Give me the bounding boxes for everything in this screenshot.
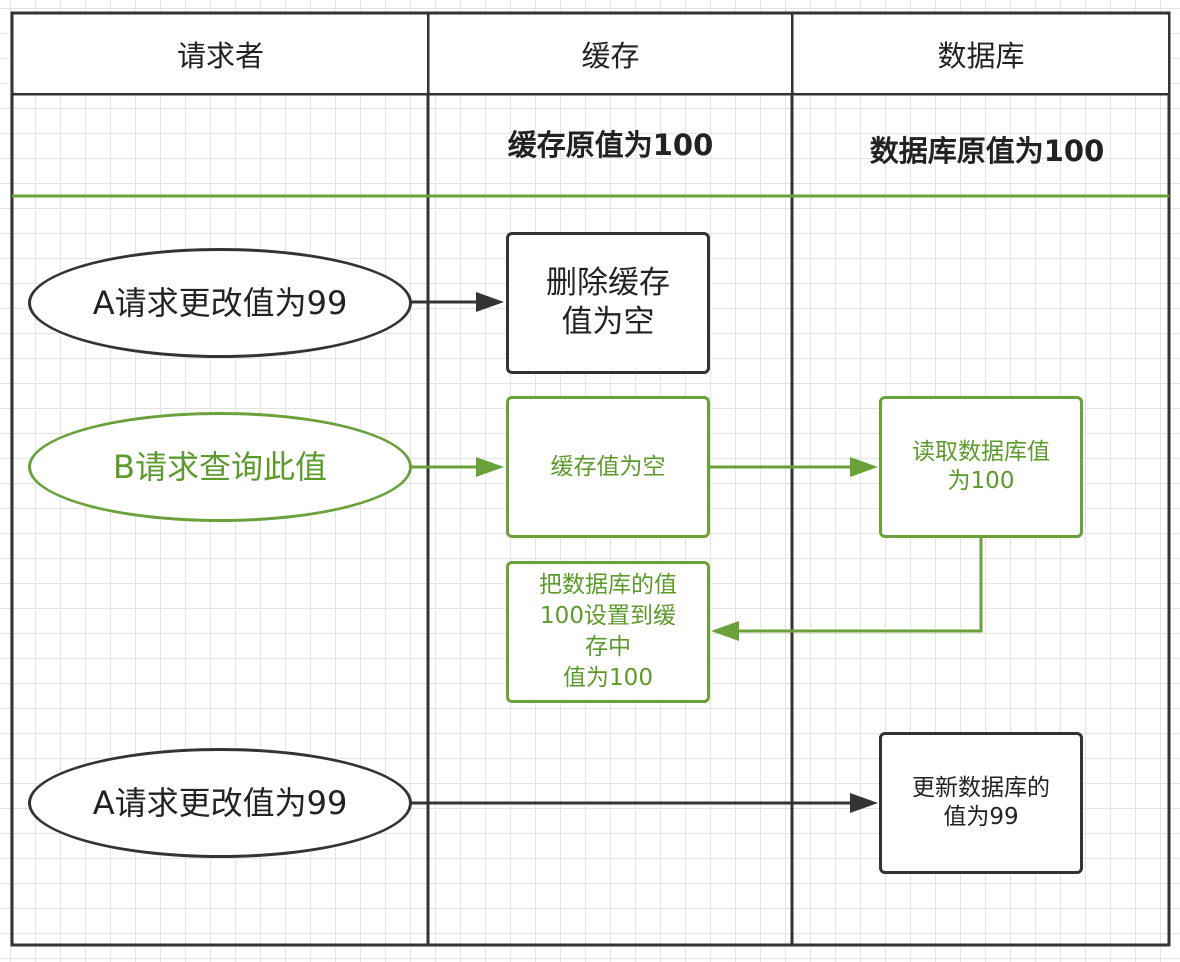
outer-frame [10,11,1171,947]
arrow-db-to-write-head [711,621,739,641]
arrow-a-to-delete-head [476,292,504,312]
write-cache-node: 把数据库的值 100设置到缓 存中 值为100 [506,561,710,703]
a-request-update-node-2: A请求更改值为99 [28,748,412,858]
b-request-query-node: B请求查询此值 [28,412,412,522]
delete-cache-node: 删除缓存 值为空 [506,232,710,374]
lane-header-database: 数据库 [794,15,1168,93]
arrow-b-to-cache-head [476,457,504,477]
arrow-a2-to-update-head [850,793,878,813]
database-initial-value: 数据库原值为100 [869,134,1105,168]
arrow-db-to-write-line [738,537,983,633]
lane-header-cache: 缓存 [430,15,791,93]
arrow-cache-to-db-head [850,457,878,477]
cache-initial-value: 缓存原值为100 [507,128,714,162]
cache-empty-node: 缓存值为空 [506,396,710,538]
a-request-update-node: A请求更改值为99 [28,248,412,358]
read-database-node: 读取数据库值 为100 [879,396,1083,538]
update-database-node: 更新数据库的 值为99 [879,732,1083,874]
lane-header-requester: 请求者 [14,15,427,93]
